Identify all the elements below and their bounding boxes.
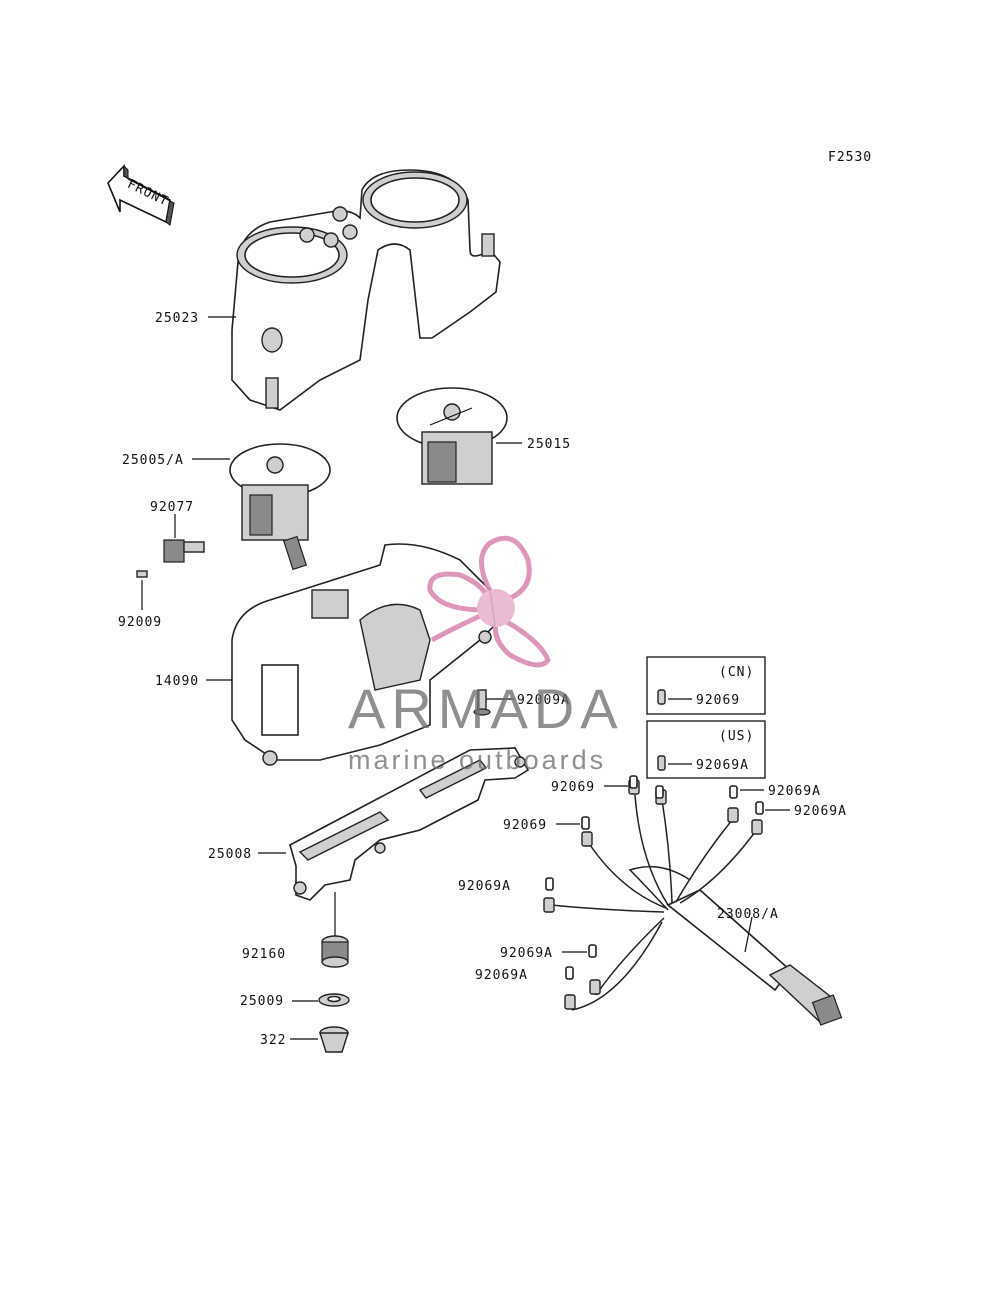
part-25005A-gauge xyxy=(229,443,331,571)
region-box-cn: (CN) 92069 xyxy=(646,656,766,715)
label-92069-a: 92069 xyxy=(551,780,595,795)
part-92009A-screw xyxy=(473,689,491,716)
label-25009: 25009 xyxy=(240,994,284,1009)
label-92069-b: 92069 xyxy=(503,818,547,833)
part-25009-washer xyxy=(318,993,350,1007)
label-92069A-d: 92069A xyxy=(500,946,553,961)
region-us-part: 92069A xyxy=(696,758,749,773)
label-322: 322 xyxy=(260,1033,286,1048)
part-25015-gauge xyxy=(396,387,508,485)
label-92160: 92160 xyxy=(242,947,286,962)
label-14090: 14090 xyxy=(155,674,199,689)
region-cn-title: (CN) xyxy=(719,665,754,680)
label-92069A-a: 92069A xyxy=(768,784,821,799)
front-direction-arrow-icon: FRONT xyxy=(107,163,175,226)
label-92069A-e: 92069A xyxy=(475,968,528,983)
label-92069A-b: 92069A xyxy=(794,804,847,819)
part-92009-screw xyxy=(136,570,148,578)
part-322-bushing xyxy=(319,1026,349,1053)
label-92009: 92009 xyxy=(118,615,162,630)
label-23008A: 23008/A xyxy=(717,907,779,922)
label-25005A: 25005/A xyxy=(122,453,184,468)
label-92069A-c: 92069A xyxy=(458,879,511,894)
figure-code: F2530 xyxy=(828,150,872,165)
label-92009A: 92009A xyxy=(517,693,570,708)
region-us-title: (US) xyxy=(719,729,754,744)
part-92160-grommet xyxy=(321,935,349,968)
part-25023-upper-case xyxy=(231,169,501,411)
region-cn-part: 92069 xyxy=(696,693,740,708)
leader-23008A xyxy=(744,916,753,953)
label-25008: 25008 xyxy=(208,847,252,862)
label-25023: 25023 xyxy=(155,311,199,326)
label-92077: 92077 xyxy=(150,500,194,515)
part-92077-gear xyxy=(163,539,205,563)
part-25008-bracket xyxy=(289,747,530,901)
label-25015: 25015 xyxy=(527,437,571,452)
part-23008A-wire-harness xyxy=(543,775,843,1026)
propeller-logo-icon xyxy=(427,535,551,668)
region-box-us: (US) 92069A xyxy=(646,720,766,779)
part-14090-lower-case xyxy=(231,543,496,766)
watermark-brand: ARMADA xyxy=(348,677,624,740)
watermark-tagline: marine outboards xyxy=(348,745,606,775)
watermark: ARMADA marine outboards xyxy=(348,535,624,775)
